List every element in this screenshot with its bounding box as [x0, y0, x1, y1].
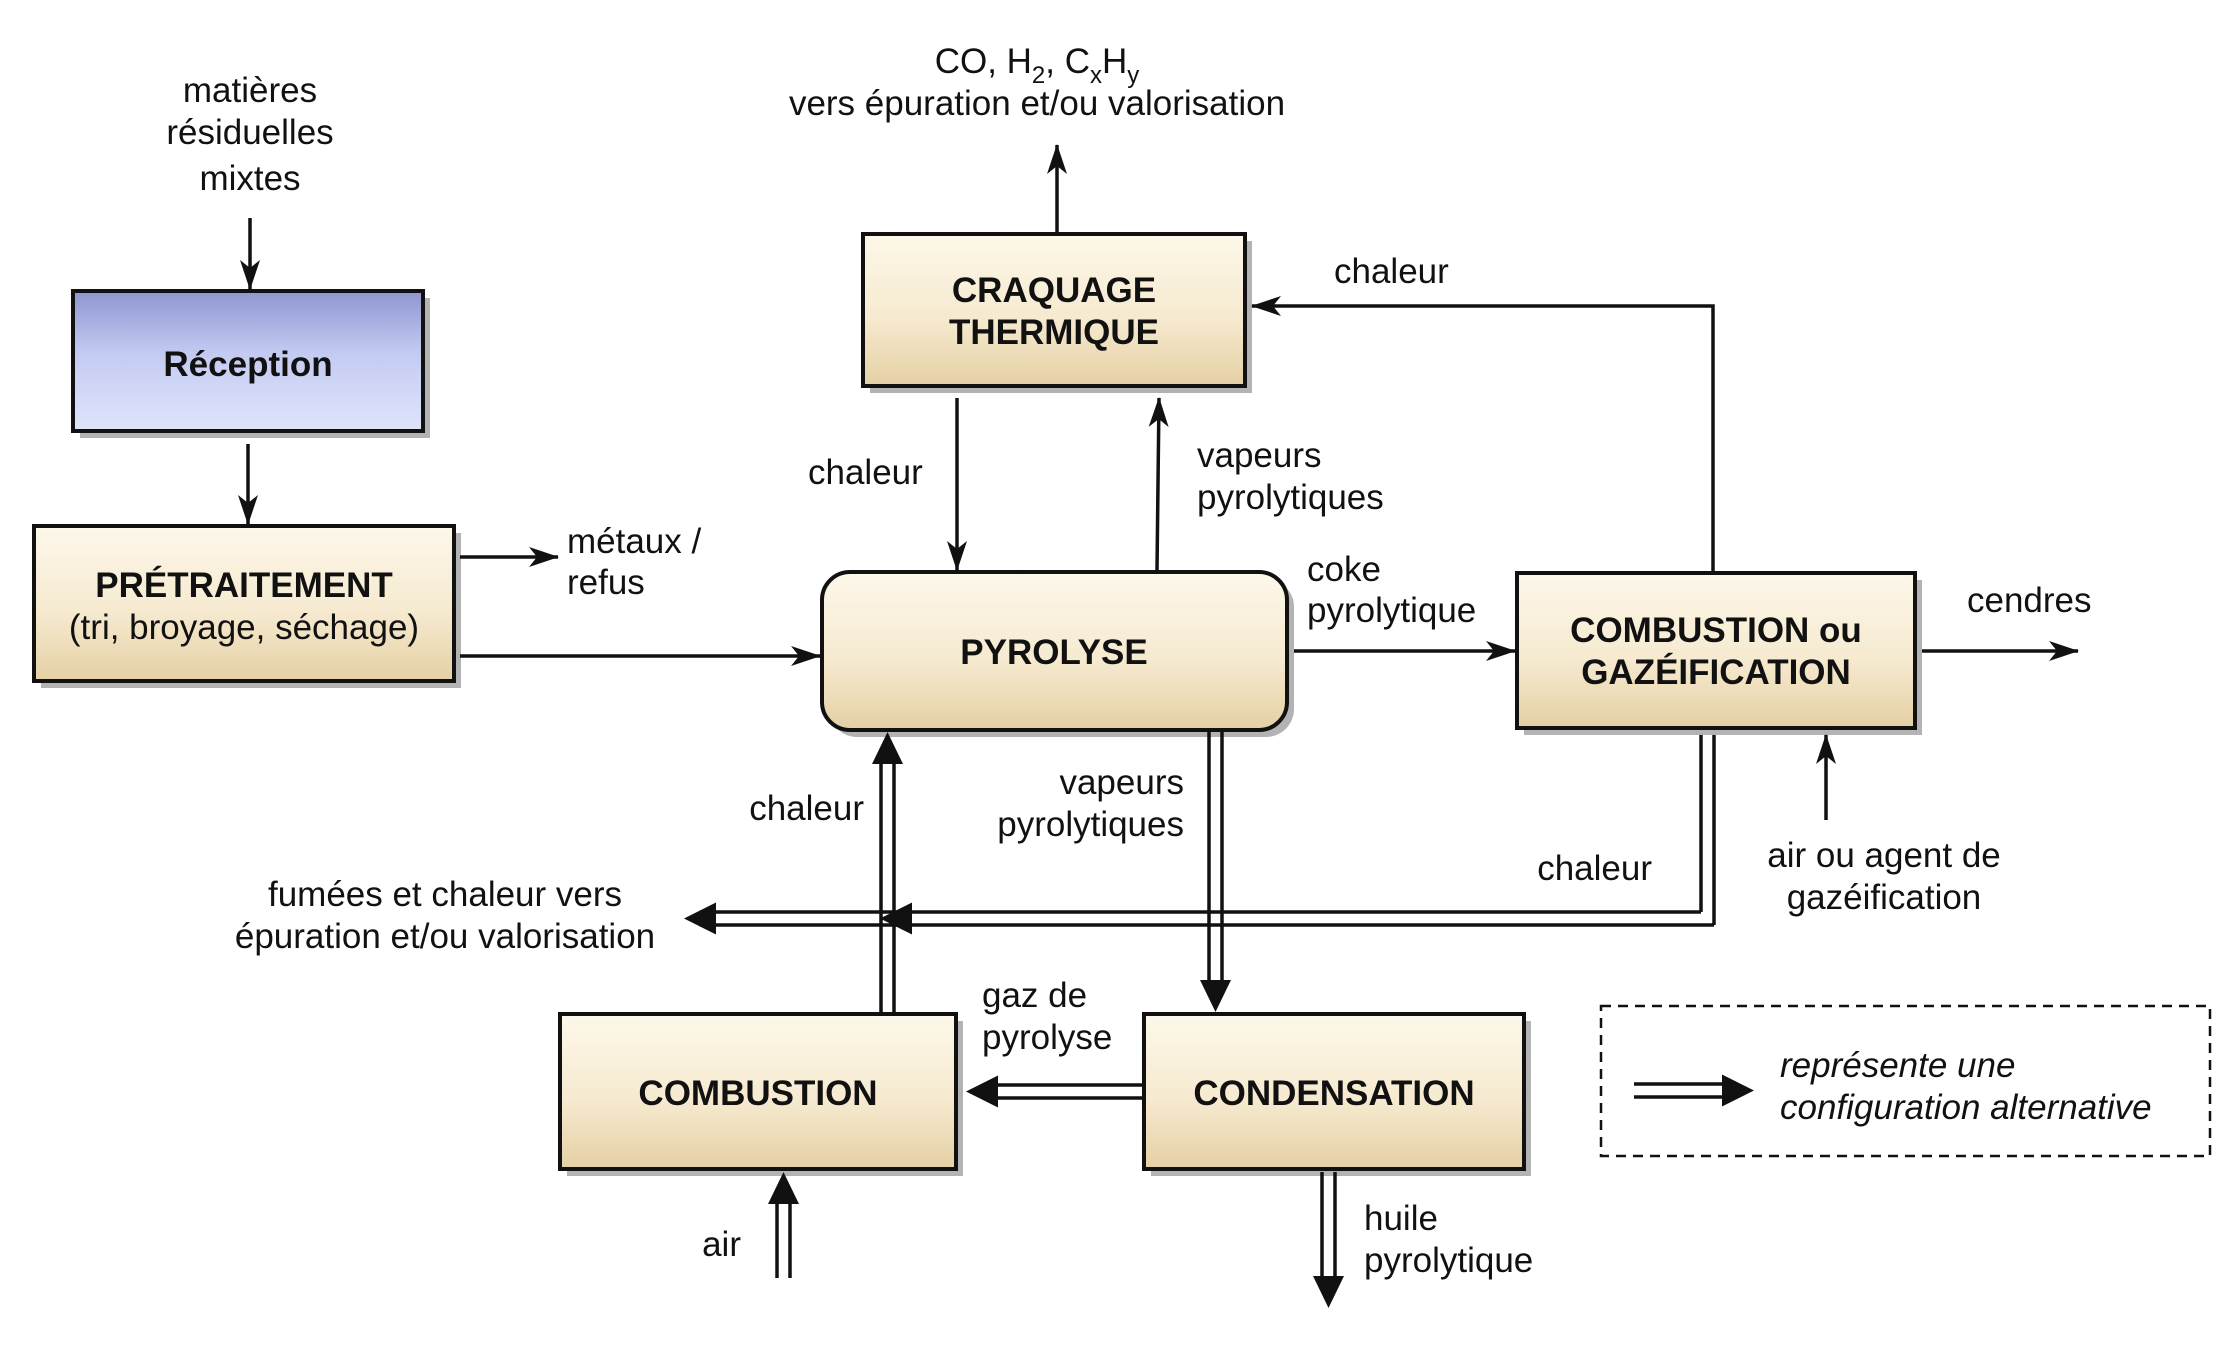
pretraitement-subtitle: (tri, broyage, séchage) [69, 608, 419, 647]
box-combustion: COMBUSTION [558, 1012, 958, 1171]
craquage-line-1: CRAQUAGE [952, 271, 1156, 310]
pyrolyse-label: PYROLYSE [960, 633, 1147, 672]
condensation-label: CONDENSATION [1193, 1074, 1474, 1113]
label-coke-2: pyrolytique [1307, 591, 1476, 630]
input-matieres-line-1: matières [183, 71, 317, 110]
text-labels: matières résiduelles mixtes CO, H2, CxHy… [166, 42, 2091, 1280]
combustion-label: COMBUSTION [638, 1074, 877, 1113]
label-vapeurs-up-2: pyrolytiques [1197, 478, 1384, 517]
label-chaleur-top: chaleur [1334, 252, 1449, 291]
box-pyrolyse: PYROLYSE [820, 570, 1289, 732]
double-arrow-air-to-combustion [768, 1172, 799, 1278]
output-cendres: cendres [1967, 581, 2092, 620]
gas-formula: CO, H2, CxHy [935, 42, 1140, 89]
legend: représente une configuration alternative [1599, 1004, 2212, 1158]
arrow-combustion-heat-to-craquage [1251, 296, 1715, 571]
output-metaux-1: métaux / [567, 522, 701, 561]
output-huile-2: pyrolytique [1364, 1241, 1533, 1280]
label-chaleur-left: chaleur [808, 453, 923, 492]
gas-formula-c: , C [1045, 42, 1090, 81]
output-fumees-1: fumées et chaleur vers [268, 875, 622, 914]
label-coke-1: coke [1307, 550, 1381, 589]
output-huile-1: huile [1364, 1199, 1438, 1238]
label-vapeurs-up-1: vapeurs [1197, 436, 1322, 475]
input-air-agent-1: air ou agent de [1767, 836, 2001, 875]
combustion-gaz-line-1: COMBUSTION ou [1570, 611, 1862, 650]
gas-formula-x-sub: x [1090, 62, 1102, 89]
output-metaux-2: refus [567, 563, 645, 602]
gas-destination: vers épuration et/ou valorisation [789, 84, 1285, 123]
box-pretraitement: PRÉTRAITEMENT (tri, broyage, séchage) [32, 524, 456, 683]
pretraitement-title: PRÉTRAITEMENT [95, 565, 393, 605]
double-arrow-combustion-heat-to-pyrolyse [872, 732, 903, 1012]
box-condensation: CONDENSATION [1142, 1012, 1526, 1171]
legend-text-2: configuration alternative [1780, 1088, 2152, 1127]
double-arrows [684, 732, 1716, 1308]
box-combustion-gazeification: COMBUSTION ou GAZÉIFICATION [1515, 571, 1917, 730]
box-reception: Réception [71, 289, 425, 433]
input-matieres-line-3: mixtes [199, 159, 300, 198]
label-vapeurs-down-2: pyrolytiques [997, 805, 1184, 844]
output-fumees-2: épuration et/ou valorisation [235, 917, 655, 956]
label-gaz-pyrolyse-1: gaz de [982, 976, 1087, 1015]
combustion-gaz-line-2: GAZÉIFICATION [1581, 652, 1851, 692]
reception-label: Réception [163, 345, 332, 384]
gas-formula-co-h: CO, H [935, 42, 1032, 81]
input-matieres-line-2: résiduelles [166, 113, 333, 152]
gas-formula-h: H [1102, 42, 1127, 81]
legend-double-arrow [1634, 1074, 1754, 1107]
single-arrows [238, 144, 2079, 820]
input-air: air [702, 1225, 741, 1264]
double-arrow-vapours-to-condensation [1200, 732, 1231, 1012]
arrow-pyrolyse-vapours-to-craquage [1148, 397, 1169, 571]
gas-formula-h-sub: 2 [1032, 62, 1045, 89]
label-chaleur-bottom-left: chaleur [749, 789, 864, 828]
legend-box [1599, 1004, 2212, 1158]
label-vapeurs-down-1: vapeurs [1059, 763, 1184, 802]
legend-text-1: représente une [1780, 1046, 2015, 1085]
input-air-agent-2: gazéification [1787, 878, 1982, 917]
label-chaleur-right: chaleur [1537, 849, 1652, 888]
label-gaz-pyrolyse-2: pyrolyse [982, 1018, 1112, 1057]
gas-formula-y-sub: y [1127, 62, 1139, 89]
box-craquage-thermique: CRAQUAGE THERMIQUE [861, 232, 1247, 388]
craquage-line-2: THERMIQUE [949, 313, 1159, 352]
double-arrow-gas-to-combustion [966, 1075, 1142, 1108]
double-arrow-heat-to-fumees [684, 735, 1716, 935]
double-arrow-to-huile [1313, 1172, 1344, 1308]
